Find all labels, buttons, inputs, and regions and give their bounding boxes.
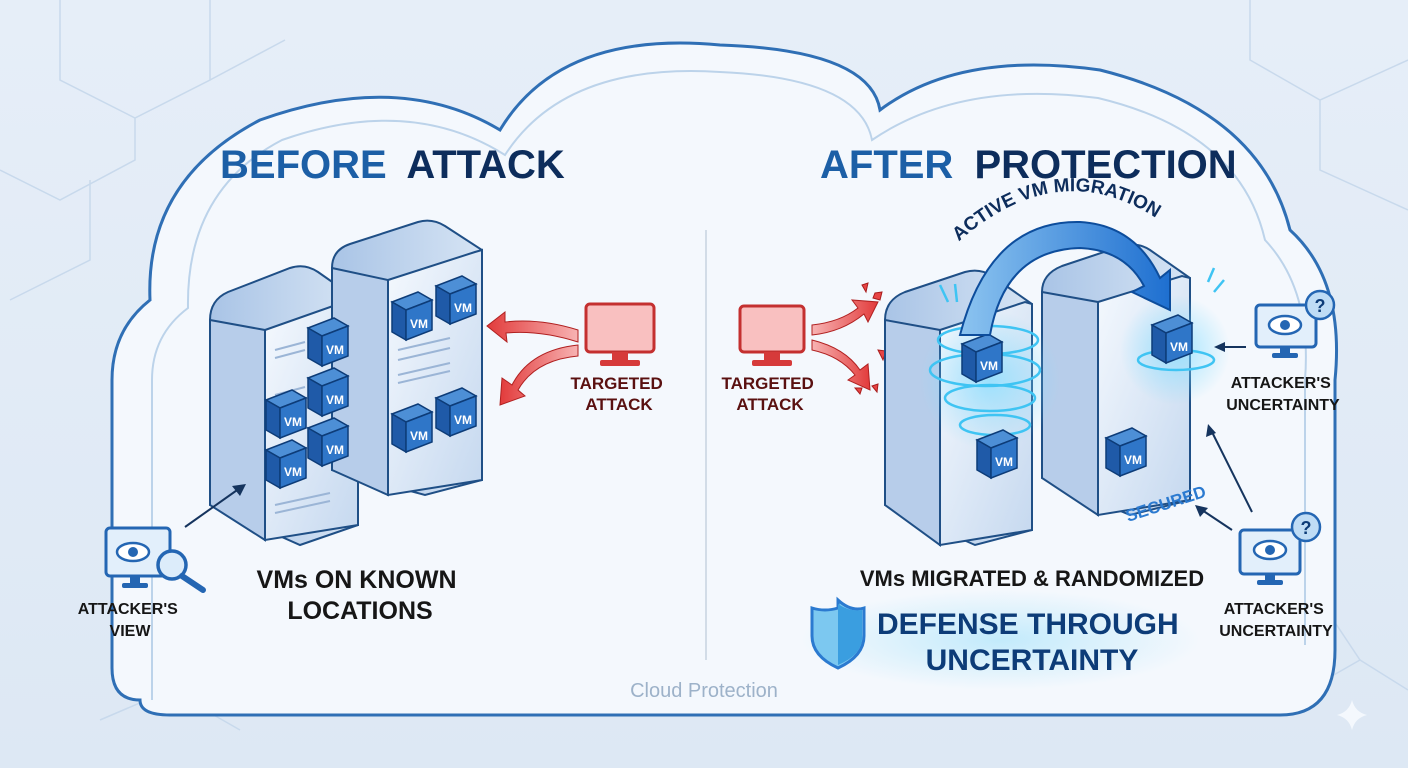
- attack-arrow-upper: [486, 310, 579, 344]
- deflected-attack-arrow-lower: [811, 339, 871, 391]
- vm-cube: VM: [435, 387, 477, 437]
- vm-cube: VM: [435, 275, 477, 325]
- vm-label: VM: [284, 415, 302, 429]
- cloud-caption: Cloud Protection: [630, 680, 778, 702]
- after-title-part2: PROTECTION: [974, 143, 1236, 187]
- motion-lines: [938, 267, 1225, 303]
- observe-arrow-bottom: [1201, 509, 1233, 531]
- vm-label: VM: [454, 413, 472, 427]
- attack-arrow-lower: [499, 344, 579, 406]
- vm-label: VM: [284, 465, 302, 479]
- vm-label: VM: [980, 359, 998, 373]
- eye-monitor-magnifier-icon: [104, 526, 206, 593]
- vm-label: VM: [995, 455, 1013, 469]
- vm-label: VM: [326, 393, 344, 407]
- vm-label: VM: [1170, 340, 1188, 354]
- vm-cube: VM: [265, 389, 307, 439]
- server-rack-right: [331, 219, 483, 497]
- vm-label: VM: [454, 301, 472, 315]
- question-mark: ?: [1315, 296, 1326, 316]
- before-title-part1: BEFORE: [220, 143, 387, 187]
- vm-cube: VM: [391, 403, 433, 453]
- before-title-part2: ATTACK: [406, 143, 565, 187]
- migration-arrow: [958, 220, 1171, 336]
- defense-label: DEFENSE THROUGH UNCERTAINTY: [877, 608, 1187, 677]
- vm-label: VM: [326, 443, 344, 457]
- vm-cube: VM: [307, 317, 349, 367]
- after-attack-label: TARGETED ATTACK: [722, 374, 819, 414]
- vm-cube: VM: [307, 417, 349, 467]
- before-attack-label: TARGETED ATTACK: [571, 374, 668, 414]
- vm-cube: VM: [307, 367, 349, 417]
- observe-arrow-mid: [1211, 431, 1253, 513]
- eye-monitor-question-icon-top: ?: [1254, 289, 1336, 358]
- vm-cube-migrating: VM: [961, 333, 1003, 383]
- vm-cube-migrated: VM: [1151, 314, 1193, 364]
- sparkle-icon: [1337, 700, 1367, 730]
- shield-icon: [810, 596, 866, 670]
- after-title-part1: AFTER: [820, 143, 953, 187]
- after-caption: VMs MIGRATED & RANDOMIZED: [860, 566, 1204, 591]
- question-mark: ?: [1301, 518, 1312, 538]
- defense-glow: [800, 590, 1200, 690]
- attacker-monitor-icon: [584, 302, 656, 366]
- vm-label: VM: [1124, 453, 1142, 467]
- cloud-shape: [110, 41, 1339, 717]
- before-title: BEFORE ATTACK: [220, 143, 565, 187]
- attackers-uncertainty-label-bottom: ATTACKER'S UNCERTAINTY: [1219, 601, 1333, 640]
- before-caption: VMs ON KNOWN LOCATIONS: [257, 566, 464, 625]
- cloud-inner-line: [151, 70, 1307, 700]
- eye-monitor-question-icon-bottom: ?: [1238, 511, 1322, 585]
- after-title: AFTER PROTECTION: [820, 143, 1237, 187]
- vm-cube: VM: [265, 439, 307, 489]
- after-attacker-monitor-icon: [738, 304, 806, 366]
- vm-label: VM: [410, 429, 428, 443]
- vm-cube: VM: [391, 291, 433, 341]
- attackers-uncertainty-label-top: ATTACKER'S UNCERTAINTY: [1226, 375, 1340, 414]
- vm-cube: VM: [976, 429, 1018, 479]
- vm-label: VM: [326, 343, 344, 357]
- attackers-view-label: ATTACKER'S VIEW: [78, 601, 183, 640]
- deflected-attack-arrow-upper: [811, 299, 879, 336]
- view-arrow: [184, 487, 241, 528]
- migration-glow: [920, 310, 1060, 450]
- vm-cube: VM: [1105, 427, 1147, 477]
- vm-label: VM: [410, 317, 428, 331]
